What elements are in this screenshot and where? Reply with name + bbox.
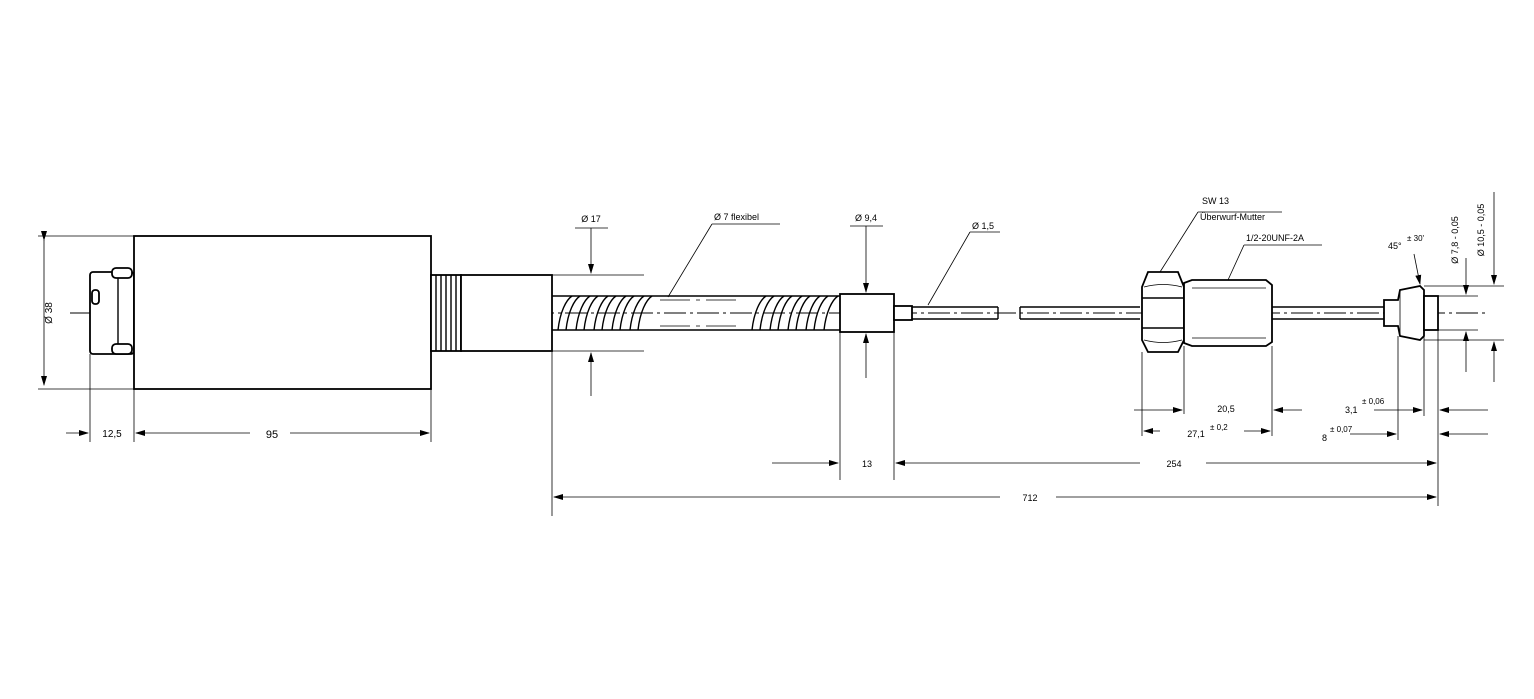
- dim-fitting-tol-label: ± 0,2: [1210, 423, 1228, 432]
- probe-tip: [1383, 285, 1439, 341]
- dim-sleeve-diameter: Ø 9,4: [850, 213, 883, 378]
- dim-body-length-label: 95: [266, 429, 278, 441]
- ribbed-section: [430, 274, 462, 352]
- dim-tip-tol-b-label: ± 0,07: [1330, 425, 1353, 434]
- dim-tip-diameters: Ø 7,8 - 0,05 Ø 10,5 - 0,05: [1424, 192, 1504, 382]
- threaded-fitting: [1183, 279, 1273, 347]
- dim-hose-diameter: Ø 17: [552, 214, 644, 396]
- dim-total-length-label: 712: [1022, 493, 1037, 503]
- dim-flex-diameter: Ø 7 flexibel: [667, 212, 780, 298]
- dim-horizontal-body: 12,5 95: [66, 354, 432, 442]
- label-thread: 1/2-20UNF-2A: [1227, 233, 1322, 281]
- dim-fitting-length-label: 27,1: [1187, 429, 1205, 439]
- label-nut: SW 13 Überwurf-Mutter: [1159, 196, 1282, 273]
- dim-body-diameter: Ø 38: [38, 231, 134, 390]
- label-nut-name: Überwurf-Mutter: [1200, 212, 1265, 222]
- sensor-body: [133, 235, 432, 390]
- dim-sleeve-diameter-label: Ø 9,4: [855, 213, 877, 223]
- dim-tip-tol-a-label: ± 0,06: [1362, 397, 1385, 406]
- probe-sleeve: [839, 293, 895, 333]
- dim-flex-diameter-label: Ø 7 flexibel: [714, 212, 759, 222]
- dim-tip-lengths: 3,1 ± 0,06 8 ± 0,07: [1322, 336, 1488, 443]
- dim-body-diameter-label: Ø 38: [44, 302, 55, 324]
- hose-sleeve: [460, 274, 553, 352]
- dim-sleeve-probe-length: 13 254: [772, 332, 1437, 480]
- dim-hose-diameter-label: Ø 17: [581, 214, 601, 224]
- flexible-hose: [552, 295, 840, 331]
- dim-probe-diameter-label: Ø 1,5: [972, 221, 994, 231]
- dim-sleeve-length-label: 13: [862, 459, 872, 469]
- dim-total-length: 712: [551, 330, 1439, 516]
- dim-tip-len-b-label: 8: [1322, 433, 1327, 443]
- dim-probe-diameter: Ø 1,5: [927, 221, 1000, 306]
- dim-chamfer: 45° ± 30': [1388, 234, 1425, 285]
- dim-connector-length-label: 12,5: [102, 429, 122, 440]
- dim-chamfer-tol-label: ± 30': [1407, 234, 1425, 243]
- dim-chamfer-angle-label: 45°: [1388, 241, 1402, 251]
- dim-fitting-lengths: 20,5 27,1 ± 0,2: [1134, 346, 1302, 439]
- dim-thread-length-label: 20,5: [1217, 404, 1235, 414]
- dim-tip-diameter-large-label: Ø 10,5 - 0,05: [1476, 204, 1486, 257]
- probe-rod: [912, 306, 1384, 320]
- dim-tip-diameter-small-label: Ø 7,8 - 0,05: [1450, 216, 1460, 264]
- connector: [89, 267, 135, 355]
- label-nut-sw: SW 13: [1202, 196, 1229, 206]
- hex-nut: [1141, 271, 1185, 353]
- label-thread-text: 1/2-20UNF-2A: [1246, 233, 1304, 243]
- dim-probe-length-label: 254: [1166, 459, 1181, 469]
- dim-tip-len-a-label: 3,1: [1345, 405, 1358, 415]
